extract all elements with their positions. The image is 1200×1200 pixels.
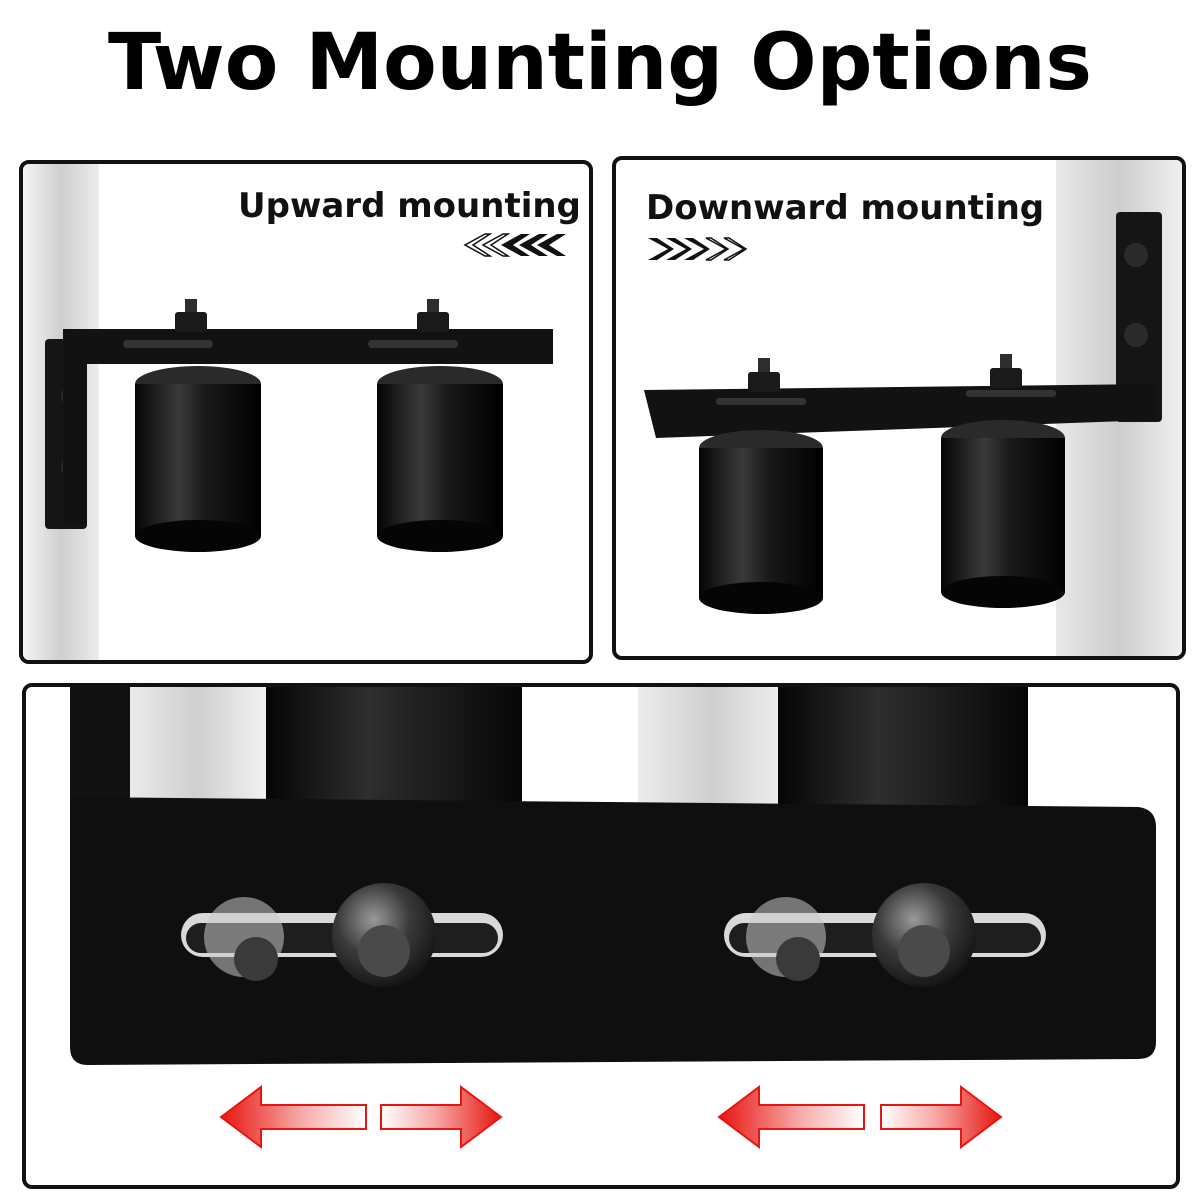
roller-wheel bbox=[266, 687, 522, 812]
adjustment-slot bbox=[716, 398, 806, 405]
roller-wheel bbox=[377, 366, 503, 552]
double-arrow-icon bbox=[219, 1085, 503, 1149]
upward-mounting-label: Upward mounting bbox=[238, 186, 581, 226]
roller-wheel bbox=[699, 430, 823, 614]
upward-mounting-panel: Upward mounting bbox=[19, 160, 593, 664]
downward-mounting-panel: Downward mounting bbox=[612, 156, 1186, 660]
upward-mounting-illustration bbox=[23, 164, 566, 660]
adjustment-slot bbox=[966, 390, 1056, 397]
downward-mounting-illustration bbox=[644, 160, 1182, 656]
downward-mounting-label: Downward mounting bbox=[646, 188, 1045, 228]
roller-wheel bbox=[135, 366, 261, 552]
double-arrow-icon bbox=[717, 1085, 1003, 1149]
bracket-vertical bbox=[1116, 212, 1162, 422]
closeup-panel bbox=[22, 683, 1180, 1189]
bracket-horizontal bbox=[63, 329, 553, 524]
chevron-right-icon bbox=[648, 237, 748, 261]
wall-bolt bbox=[1124, 243, 1148, 267]
roller-wheel bbox=[778, 687, 1028, 812]
adjustment-slot bbox=[368, 340, 458, 348]
page-title: Two Mounting Options bbox=[108, 18, 1092, 108]
roller-wheel bbox=[941, 420, 1065, 608]
closeup-illustration bbox=[70, 687, 1156, 1149]
chevron-left-icon bbox=[463, 233, 566, 257]
wall-bolt bbox=[1124, 323, 1148, 347]
bracket-horizontal bbox=[70, 797, 1156, 1065]
adjustment-slot bbox=[123, 340, 213, 348]
